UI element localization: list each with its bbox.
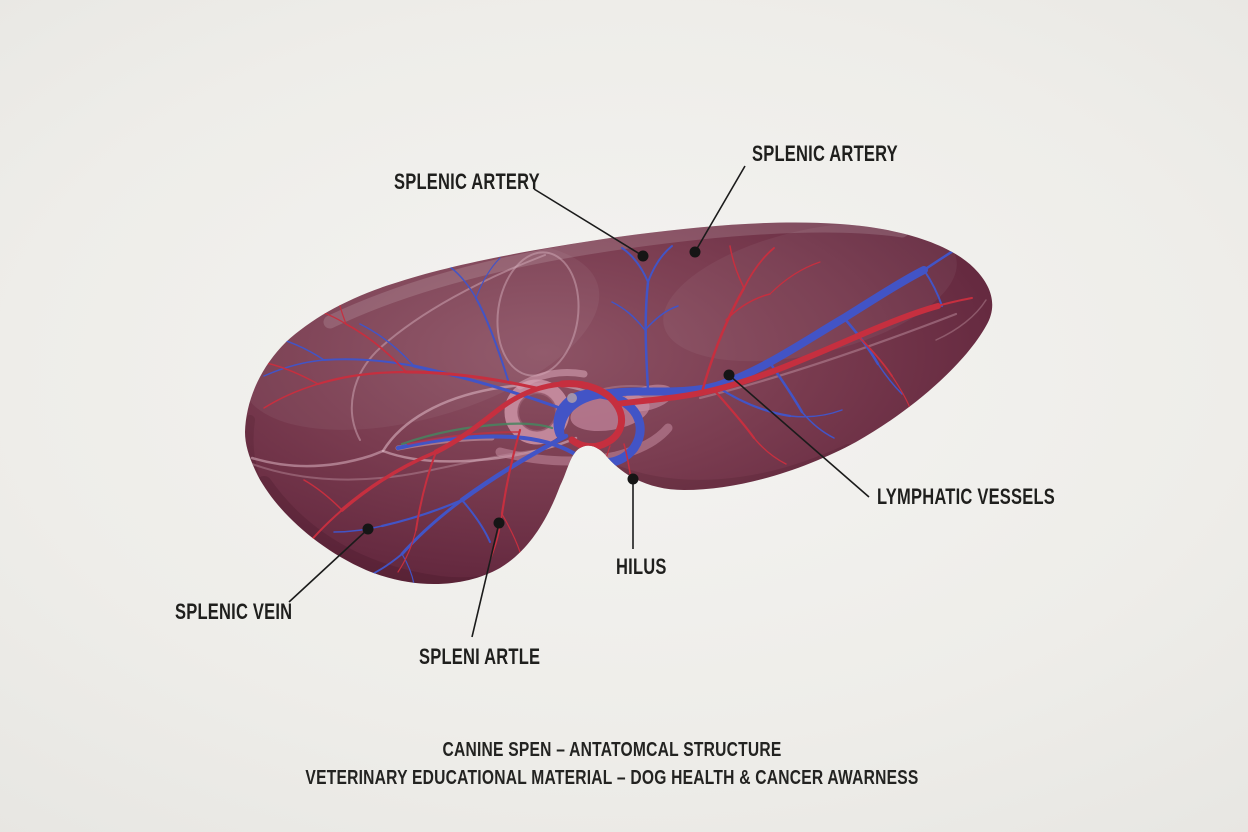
leader-dot bbox=[637, 250, 649, 262]
label-splenic-vein: SPLENIC VEIN bbox=[175, 599, 293, 624]
vein-network bbox=[263, 245, 960, 585]
leader-dot bbox=[493, 517, 505, 529]
leader-dot bbox=[362, 523, 374, 535]
leader-line bbox=[533, 188, 644, 257]
leader-lines bbox=[288, 165, 870, 638]
label-lymphatic-vessels: LYMPHATIC VESSELS bbox=[877, 484, 1056, 509]
label-hilus: HILUS bbox=[616, 554, 667, 579]
leader-line bbox=[288, 528, 369, 603]
caption-line-2: VETERINARY EDUCATIONAL MATERIAL – DOG HE… bbox=[305, 767, 919, 789]
caption: CANINE SPEN – ANTATOMCAL STRUCTURE VETER… bbox=[144, 736, 1080, 792]
leader-line bbox=[728, 374, 870, 498]
leader-dot bbox=[627, 473, 639, 485]
leader-line bbox=[694, 165, 746, 253]
label-spleni-artle: SPLENI ARTLE bbox=[419, 644, 541, 669]
label-splenic-artery-right: SPLENIC ARTERY bbox=[752, 141, 898, 166]
leader-dot bbox=[723, 369, 735, 381]
leader-line bbox=[471, 522, 500, 638]
label-splenic-artery-left: SPLENIC ARTERY bbox=[394, 169, 540, 194]
hilus-nub bbox=[567, 393, 577, 403]
caption-line-1: CANINE SPEN – ANTATOMCAL STRUCTURE bbox=[442, 739, 782, 761]
lymphatic-strand bbox=[400, 422, 554, 446]
leader-dot bbox=[689, 246, 701, 258]
